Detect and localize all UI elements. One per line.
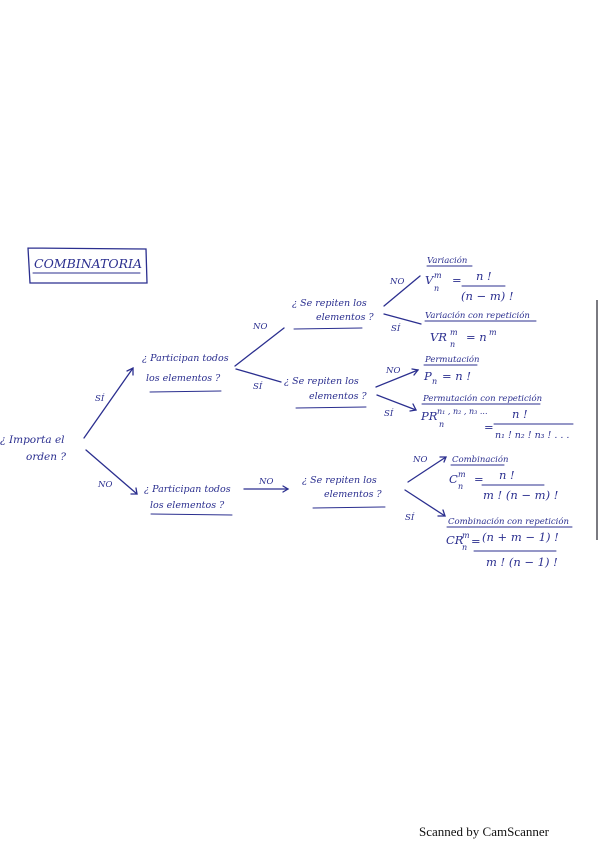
question-repeat-lower-line1: ¿ Se repiten los xyxy=(284,376,359,387)
upper-repeat-branches: NO SÍ xyxy=(383,275,422,334)
yes-question-branches: NO SÍ xyxy=(234,322,285,392)
root-branches: SÍ NO xyxy=(83,366,138,495)
lower-repeat-si-label: SÍ xyxy=(384,407,394,419)
variacion-sup: m xyxy=(434,271,442,280)
result-variacion-rep: Variación con repetición VR m n = n m xyxy=(424,310,537,349)
upper-repeat-si-label: SÍ xyxy=(391,322,401,334)
combinacion-equals: = xyxy=(474,472,484,486)
question-repeat-no-order-line2: elementos ? xyxy=(324,489,382,500)
lower-repeat-no-label: NO xyxy=(385,366,400,376)
question-repeat-upper-line2: elementos ? xyxy=(316,312,374,323)
question-repeat-upper-line1: ¿ Se repiten los xyxy=(292,298,367,309)
permutacion-lhs: P xyxy=(423,369,432,383)
no-question-no-label: NO xyxy=(258,477,273,487)
question-repeat-lower-line2: elementos ? xyxy=(309,391,367,402)
question-repeat-no-order: ¿ Se repiten los elementos ? xyxy=(302,475,386,509)
root-question: ¿ Importa el orden ? xyxy=(0,434,66,463)
variacion-rep-lhs: VR xyxy=(430,330,447,344)
permutacion-rhs: = n ! xyxy=(442,369,471,383)
variacion-rep-rhs: = n xyxy=(466,330,487,344)
permutacion-rep-lhs: PR xyxy=(420,409,438,423)
root-branch-no-label: NO xyxy=(97,480,112,490)
title-text: COMBINATORIA xyxy=(34,256,142,271)
variacion-rep-exp: m xyxy=(489,328,497,337)
question-order-no: ¿ Participan todos los elementos ? xyxy=(144,484,233,516)
combinacion-rep-sub: n xyxy=(462,543,467,552)
permutacion-sub: n xyxy=(432,377,437,386)
question-order-no-line1: ¿ Participan todos xyxy=(144,484,231,495)
permutacion-rep-sub: n xyxy=(439,420,444,429)
question-repeat-upper: ¿ Se repiten los elementos ? xyxy=(292,298,374,330)
variacion-rep-sup: m xyxy=(450,328,458,337)
result-combinacion: Combinación C m n = n ! m ! (n − m) ! xyxy=(449,454,558,502)
variacion-name: Variación xyxy=(427,255,467,266)
combinacion-sub: n xyxy=(458,482,463,491)
variacion-rep-name: Variación con repetición xyxy=(425,310,530,321)
permutacion-rep-equals: = xyxy=(484,420,494,434)
combinacion-rep-sup: m xyxy=(462,531,470,540)
combinacion-numerator: n ! xyxy=(499,468,515,482)
combinacion-denominator: m ! (n − m) ! xyxy=(483,488,558,502)
question-order-yes-line1: ¿ Participan todos xyxy=(142,353,229,364)
question-repeat-lower: ¿ Se repiten los elementos ? xyxy=(284,376,367,409)
no-question-branch: NO xyxy=(243,477,290,493)
combinacion-rep-name: Combinación con repetición xyxy=(448,516,569,527)
title-box: COMBINATORIA xyxy=(27,247,148,284)
question-order-yes-line2: los elementos ? xyxy=(146,373,221,384)
combinacion-lhs: C xyxy=(449,472,458,486)
question-repeat-no-order-line1: ¿ Se repiten los xyxy=(302,475,377,486)
combinacion-rep-equals: = xyxy=(471,534,481,548)
no-order-repeat-si-label: SÍ xyxy=(405,511,415,523)
combinacion-rep-denominator: m ! (n − 1) ! xyxy=(486,555,558,569)
lower-repeat-branches: NO SÍ xyxy=(375,366,420,419)
combinacion-rep-lhs: CR xyxy=(446,533,464,547)
yes-branch-no-label: NO xyxy=(252,322,267,332)
result-permutacion: Permutación P n = n ! xyxy=(423,354,480,386)
no-order-repeat-branches: NO SÍ xyxy=(404,455,447,523)
question-order-yes: ¿ Participan todos los elementos ? xyxy=(142,353,229,393)
result-variacion: Variación V m n = n ! (n − m) ! xyxy=(425,255,514,303)
permutacion-name: Permutación xyxy=(424,354,480,365)
variacion-denominator: (n − m) ! xyxy=(461,289,514,303)
variacion-sub: n xyxy=(434,284,439,293)
yes-branch-si-label: SÍ xyxy=(253,380,263,392)
combinacion-sup: m xyxy=(458,470,466,479)
permutacion-rep-numerator: n ! xyxy=(512,407,528,421)
variacion-lhs: V xyxy=(425,273,435,287)
combinacion-rep-numerator: (n + m − 1) ! xyxy=(482,530,559,544)
variacion-equals: = xyxy=(452,273,462,287)
question-order-no-line2: los elementos ? xyxy=(150,500,225,511)
root-question-line2: orden ? xyxy=(26,451,66,463)
no-order-repeat-no-label: NO xyxy=(412,455,427,465)
result-combinacion-rep: Combinación con repetición CR m n = (n +… xyxy=(446,516,573,569)
result-permutacion-rep: Permutación con repetición PR n₁ , n₂ , … xyxy=(420,393,574,441)
page-edge-shadow xyxy=(596,300,598,540)
root-branch-si-label: SÍ xyxy=(95,392,105,404)
root-question-line1: ¿ Importa el xyxy=(0,434,65,446)
permutacion-rep-name: Permutación con repetición xyxy=(422,393,542,404)
permutacion-rep-sup: n₁ , n₂ , n₃ ... xyxy=(437,407,488,416)
variacion-numerator: n ! xyxy=(476,269,492,283)
variacion-rep-sub: n xyxy=(450,340,455,349)
upper-repeat-no-label: NO xyxy=(389,277,404,287)
combinacion-name: Combinación xyxy=(452,454,508,465)
permutacion-rep-denominator: n₁ ! n₂ ! n₃ ! . . . xyxy=(495,430,569,441)
scanner-watermark: Scanned by CamScanner xyxy=(419,824,549,839)
